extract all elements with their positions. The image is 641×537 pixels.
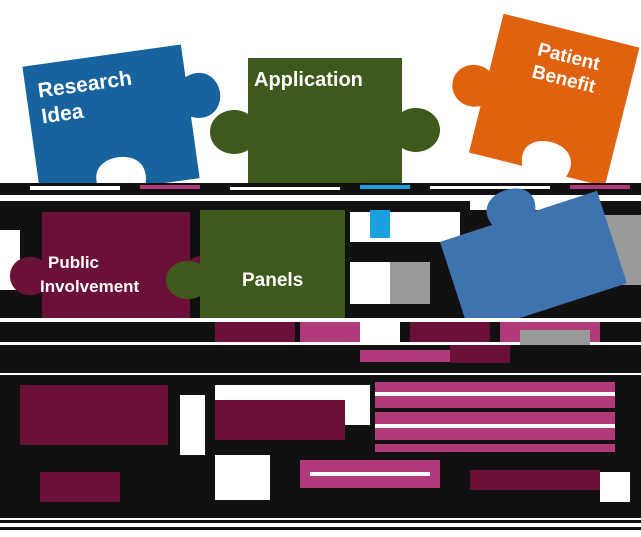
- research-idea-shape: [22, 44, 221, 201]
- application-label: Application: [254, 69, 363, 91]
- public-involvement-line2: Involvement: [40, 277, 140, 296]
- application-shape: [210, 58, 440, 192]
- public-involvement-line1: Public: [48, 253, 99, 272]
- panels-shape: [166, 210, 345, 318]
- patient-benefit-shape: [452, 13, 640, 187]
- blue-piece-shape: [440, 188, 627, 335]
- piece-research-idea: Research Idea: [22, 44, 221, 201]
- glitch-band-top: [0, 183, 641, 209]
- panels-label: Panels: [242, 270, 303, 291]
- piece-blue: [440, 188, 627, 335]
- piece-panels: Panels: [166, 210, 345, 318]
- piece-application: Application: [210, 58, 440, 192]
- piece-patient-benefit: Patient Benefit: [452, 13, 640, 187]
- glitch-lower-section: [0, 318, 641, 537]
